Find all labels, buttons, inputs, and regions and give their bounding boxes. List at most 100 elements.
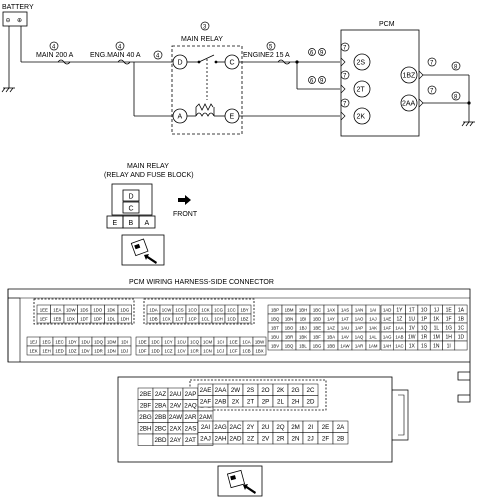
pin-label: 1CB <box>242 348 250 353</box>
pin-label: 2M <box>291 424 300 431</box>
pin-label: 1DK <box>107 307 115 312</box>
pin-label: 1DG <box>120 307 129 312</box>
pin-label: 1F <box>446 316 452 322</box>
pin-label: 2AE <box>200 387 212 394</box>
pin-label: 1CM <box>203 339 212 344</box>
ref-circle-5 <box>266 41 276 51</box>
fuse-main-label: MAIN 200 A <box>36 52 74 59</box>
pin-label: 1EJ <box>30 339 37 344</box>
harness-title: PCM WIRING HARNESS-SIDE CONNECTOR <box>129 279 274 286</box>
ref-7d: 7 <box>430 61 434 67</box>
ref-3: 3 <box>203 25 207 31</box>
pin-label: 2AY <box>170 437 181 444</box>
pin-cell <box>237 313 252 324</box>
pin-label: 1BF <box>313 334 321 339</box>
pin-label: 2AZ <box>155 391 167 398</box>
pin-label: 1DY <box>68 339 76 344</box>
pin-label: 1CL <box>202 316 210 321</box>
pin-label: 1AQ <box>355 334 364 339</box>
pin-label: 1J <box>434 307 440 313</box>
relay-block-pin-e: E <box>113 220 118 227</box>
pin-label: 1CS <box>175 307 183 312</box>
pin-label: 1AK <box>369 325 377 330</box>
pin-label: 2AD <box>229 436 242 443</box>
pin-label: 1BK <box>299 334 307 339</box>
pin-label: 2AB <box>215 399 227 406</box>
pin-label: 1AH <box>383 343 391 348</box>
pcm-pin-2t-label: 2T <box>357 87 366 94</box>
front-label: FRONT <box>173 211 198 218</box>
pin-label: 1AS <box>341 307 349 312</box>
pin-label: 1M <box>433 334 440 340</box>
pin-label: 1V <box>409 325 416 331</box>
battery-label: BATTERY <box>2 4 34 11</box>
pin-label: 1BY <box>240 307 248 312</box>
pin-label: 1K <box>433 316 440 322</box>
battery-symbol <box>2 11 28 27</box>
battery-neg-icon: ⊖ <box>6 18 11 24</box>
ref-8b: 8 <box>454 95 458 101</box>
pin-label: 1DD <box>151 348 160 353</box>
relay-block-title: MAIN RELAY <box>127 163 169 170</box>
relay-pin-d-label: D <box>178 60 183 67</box>
pin-label: 2BE <box>140 391 152 398</box>
ref-9a: 9 <box>320 51 324 57</box>
main-relay-title: MAIN RELAY <box>181 36 223 43</box>
pin-label: 2AP <box>185 391 197 398</box>
pin-label: 1P <box>421 316 428 322</box>
pin-label: 1DR <box>94 348 103 353</box>
pin-label: 1BE <box>313 325 321 330</box>
relay-block-pin-b: B <box>129 220 134 227</box>
pin-label: 1R <box>421 334 428 340</box>
pin-label: 2AC <box>229 424 242 431</box>
pin-label: 1AM <box>369 343 378 348</box>
pin-label: 1CF <box>229 348 237 353</box>
pin-label: 1BV <box>271 343 279 348</box>
pin-label: 2H <box>292 399 300 406</box>
pin-label: 1CQ <box>190 339 199 344</box>
pin-label: 1AJ <box>369 316 376 321</box>
pin-label: 1CD <box>227 316 236 321</box>
relay-pin-a-label: A <box>178 114 183 121</box>
pin-label: 1AC <box>395 343 403 348</box>
relay-pin-c-label: C <box>230 60 235 67</box>
pin-label: 2P <box>262 399 270 406</box>
pin-label: 1EE <box>40 307 48 312</box>
pin-label: 1BO <box>285 325 294 330</box>
pin-label: 1DL <box>107 316 115 321</box>
pin-label: 1CN <box>203 348 212 353</box>
pin-label: 2K <box>277 387 285 394</box>
pin-label: 1AR <box>355 343 363 348</box>
pin-label: 2S <box>247 387 255 394</box>
pin-label: 1AX <box>327 307 335 312</box>
pin-label: 1CI <box>217 339 224 344</box>
pin-label: 1BX <box>255 348 263 353</box>
ground-icon-pcm <box>461 121 475 127</box>
pin-label: 1DT <box>80 316 88 321</box>
front-arrow-icon <box>178 195 191 205</box>
ref-8a: 8 <box>454 65 458 71</box>
pin-label: 2U <box>262 424 270 431</box>
pin-label: 1CA <box>242 339 250 344</box>
pin-label: 1BH <box>299 307 307 312</box>
relay-block-pin-c: C <box>129 206 134 213</box>
pin-label: 2BA <box>155 403 168 410</box>
pin-label: 1BR <box>285 334 293 339</box>
pin-label: 2O <box>261 387 269 394</box>
pin-label: 1AL <box>369 334 377 339</box>
pin-label: 1W <box>408 334 416 340</box>
pin-label: 1AW <box>340 343 350 348</box>
pin-label: 1AP <box>355 325 363 330</box>
pin-label: 1AU <box>341 325 349 330</box>
pin-label: 1BQ <box>285 343 294 348</box>
pin-label: 2AX <box>170 426 182 433</box>
pin-label: 1AZ <box>327 325 335 330</box>
pcm-pin-2k: 2K <box>340 107 371 125</box>
fuse-engine2-label: ENGINE2 15 A <box>243 52 290 59</box>
